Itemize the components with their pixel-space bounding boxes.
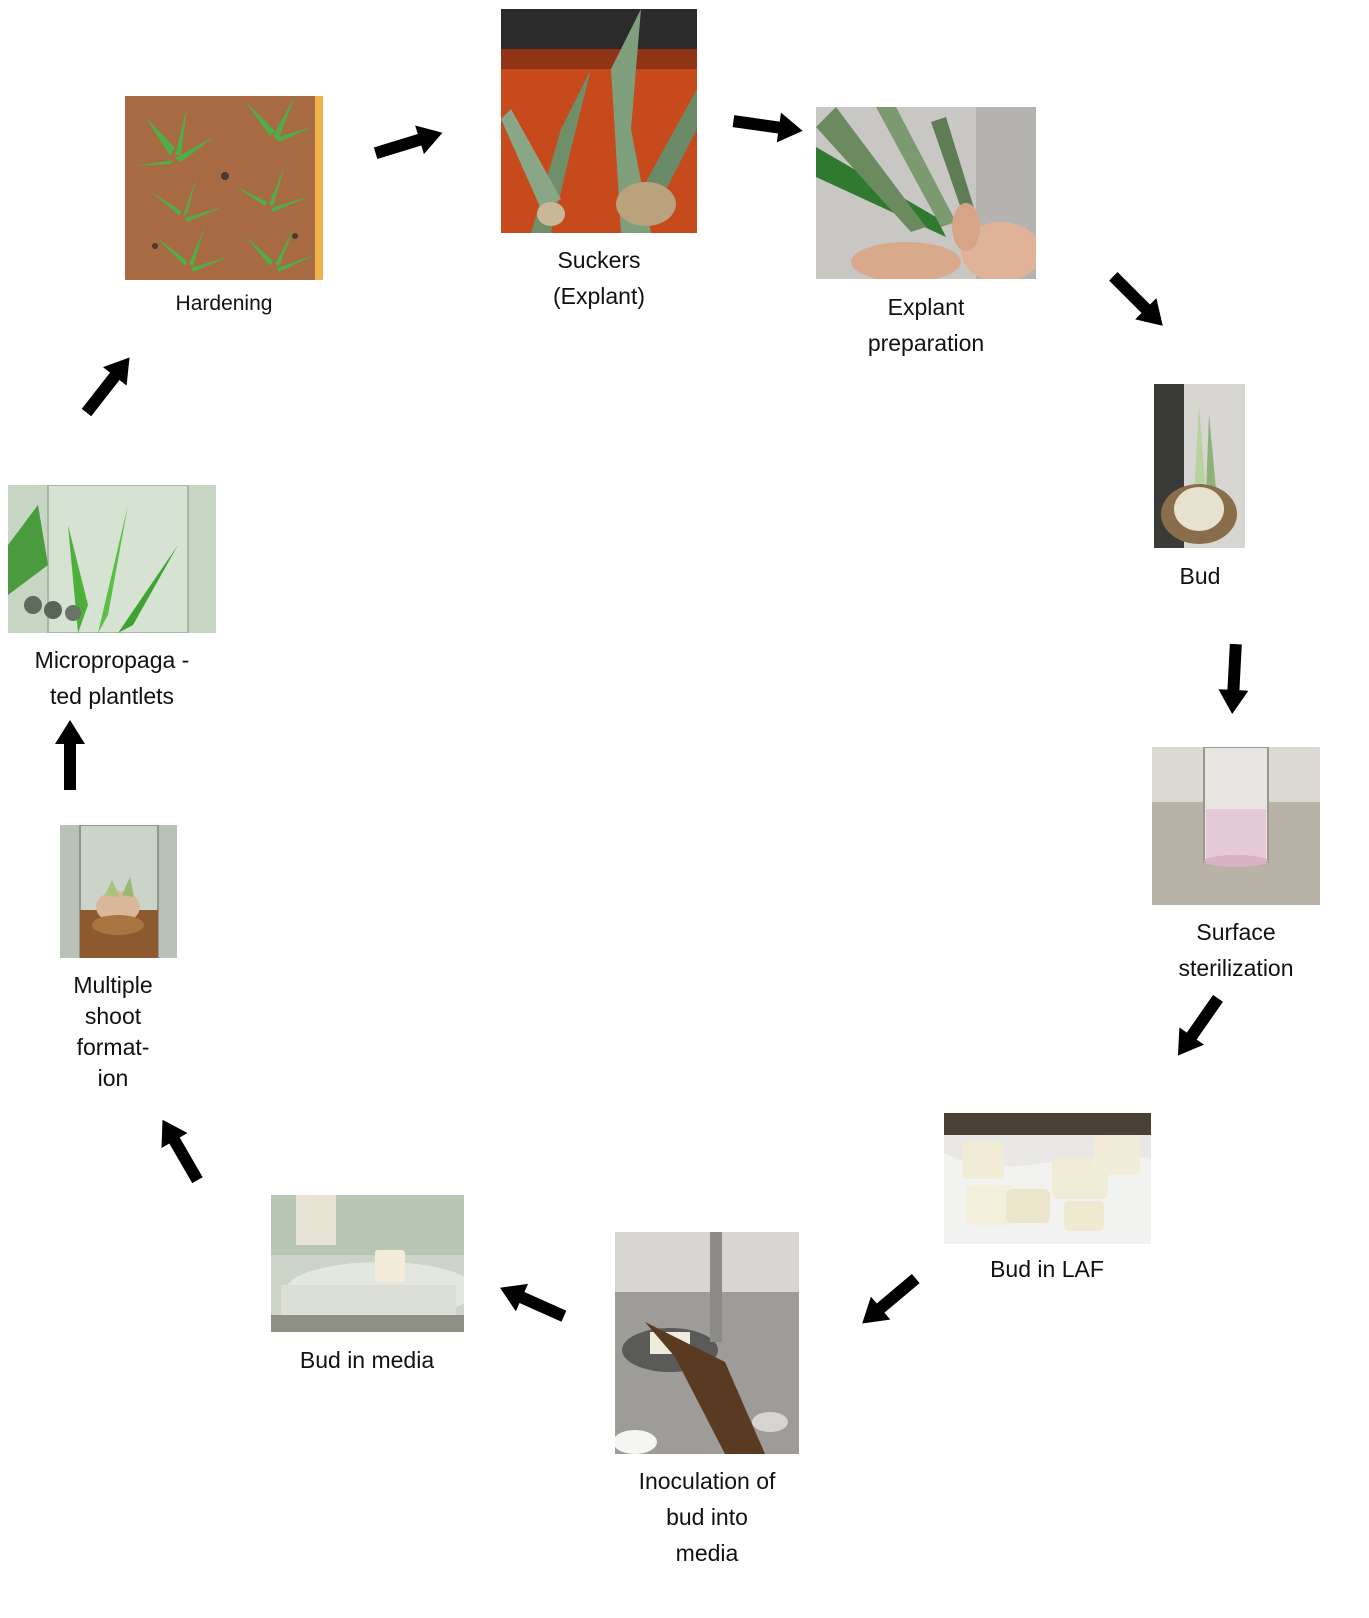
- stage-caption-bud-in-media: Bud in media: [267, 1342, 467, 1378]
- flow-arrow-bud-in-laf-to-inoculation: [853, 1267, 926, 1335]
- stage-caption-multiple-shoot: Multiple shoot format- ion: [43, 970, 183, 1094]
- bud-in-media-photo: [271, 1195, 464, 1332]
- bud-in-laf-photo: [944, 1113, 1151, 1244]
- stage-caption-surface-sterilization: Surface sterilization: [1136, 914, 1336, 986]
- stage-caption-explant-preparation: Explant preparation: [826, 289, 1026, 361]
- stage-caption-bud: Bud: [1140, 558, 1260, 594]
- flow-arrow-inoculation-to-bud-in-media: [494, 1274, 570, 1330]
- pineapple-suckers-photo: [501, 9, 697, 233]
- flow-arrow-explant-preparation-to-bud: [1103, 266, 1174, 337]
- explant-preparation-photo: [816, 107, 1036, 279]
- surface-sterilization-photo: [1152, 747, 1320, 905]
- stage-caption-hardening: Hardening: [124, 286, 324, 322]
- flow-arrow-hardening-to-suckers: [371, 118, 447, 167]
- stage-caption-plantlets: Micropropaga - ted plantlets: [2, 642, 222, 714]
- plantlets-photo: [8, 485, 216, 633]
- flow-arrow-bud-to-surface-sterilization: [1217, 643, 1251, 714]
- flow-arrow-bud-in-media-to-multiple-shoot: [150, 1112, 211, 1188]
- stage-caption-suckers: Suckers (Explant): [500, 242, 698, 314]
- flow-arrow-plantlets-to-hardening: [75, 348, 142, 422]
- flow-arrow-multiple-shoot-to-plantlets: [55, 720, 85, 790]
- hardening-photo: [125, 96, 323, 280]
- stage-caption-bud-in-laf: Bud in LAF: [947, 1251, 1147, 1287]
- flow-arrow-surface-sterilization-to-bud-in-laf: [1166, 990, 1231, 1065]
- bud-photo: [1154, 384, 1245, 548]
- multiple-shoot-photo: [60, 825, 177, 958]
- stage-caption-inoculation: Inoculation of bud into media: [597, 1463, 817, 1571]
- inoculation-photo: [615, 1232, 799, 1454]
- flow-arrow-suckers-to-explant-preparation: [731, 106, 804, 145]
